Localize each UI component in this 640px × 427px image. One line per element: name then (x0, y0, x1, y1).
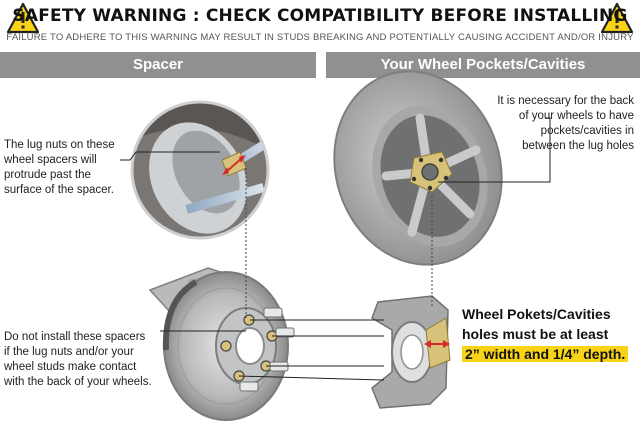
page-title: SAFETY WARNING : CHECK COMPATIBILITY BEF… (12, 6, 628, 26)
pocket-size-highlight: 2” width and 1/4” depth. (462, 346, 629, 362)
note-lug-nuts-protrude: The lug nuts on these wheel spacers will… (4, 139, 115, 196)
leader-lines (120, 117, 551, 381)
note-do-not-install: Do not install these spacers if the lug … (4, 331, 152, 388)
wheel-pocket-section (371, 295, 451, 409)
warning-triangle-icon (600, 2, 634, 34)
pocket-size-callout: Wheel Pokets/Cavities holes must be at l… (462, 304, 638, 364)
brake-rotor-assembly (148, 267, 295, 421)
warning-subtitle: FAILURE TO ADHERE TO THIS WARNING MAY RE… (6, 32, 634, 43)
section-header-wheel-pockets: Your Wheel Pockets/Cavities (326, 52, 640, 78)
section-header-spacer: Spacer (0, 52, 316, 78)
warning-triangle-icon (6, 2, 40, 34)
note-pockets-required: It is necessary for the back of your whe… (497, 95, 634, 152)
dotted-guides (245, 168, 433, 320)
spacer-closeup (130, 100, 270, 240)
wheel-rim (333, 70, 503, 266)
